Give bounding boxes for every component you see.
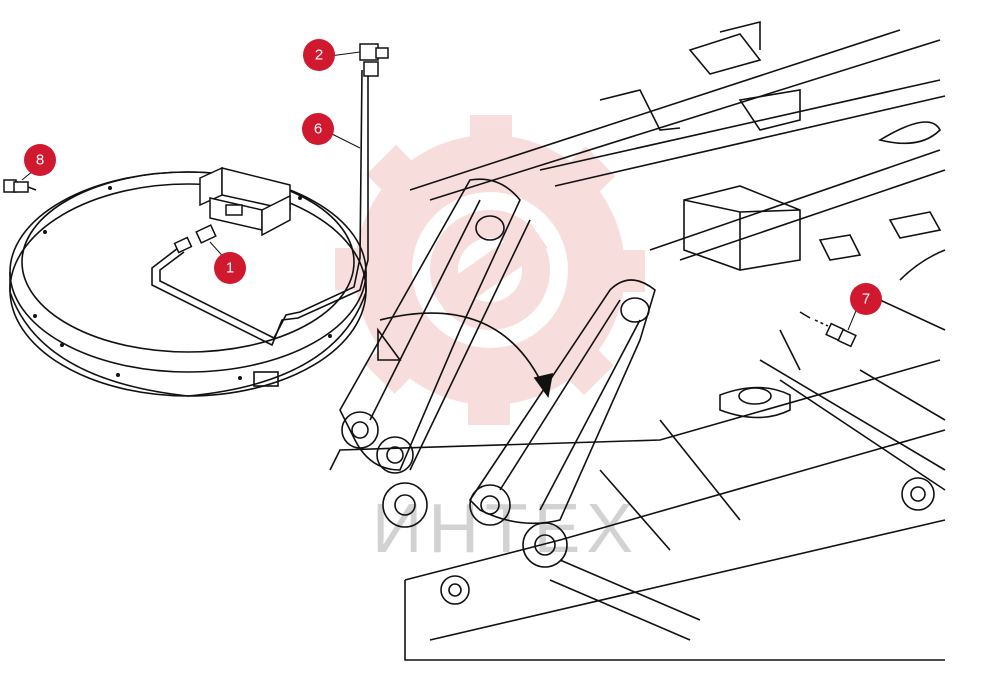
callout-2: 2 <box>303 39 335 71</box>
grease-tube <box>151 69 369 347</box>
grease-nipple-part-8 <box>3 179 37 193</box>
swivel-bracket <box>199 166 291 237</box>
callout-8: 8 <box>24 144 56 176</box>
svg-text:7: 7 <box>862 291 870 308</box>
callout-6: 6 <box>302 113 334 145</box>
fitting-part-1 <box>173 224 217 254</box>
tee-fitting-part-2 <box>359 43 389 77</box>
callout-7: 7 <box>850 283 882 315</box>
grease-nipple-part-7 <box>799 311 857 348</box>
svg-text:6: 6 <box>314 121 322 138</box>
svg-text:8: 8 <box>36 152 44 169</box>
watermark-text: ИНТЕХ <box>372 489 639 567</box>
callout-1: 1 <box>214 252 246 284</box>
excavator-frame <box>329 20 946 661</box>
turntable-ring <box>9 171 367 397</box>
svg-text:2: 2 <box>315 47 323 64</box>
watermark-logo-icon <box>335 115 645 425</box>
svg-text:1: 1 <box>226 260 234 277</box>
